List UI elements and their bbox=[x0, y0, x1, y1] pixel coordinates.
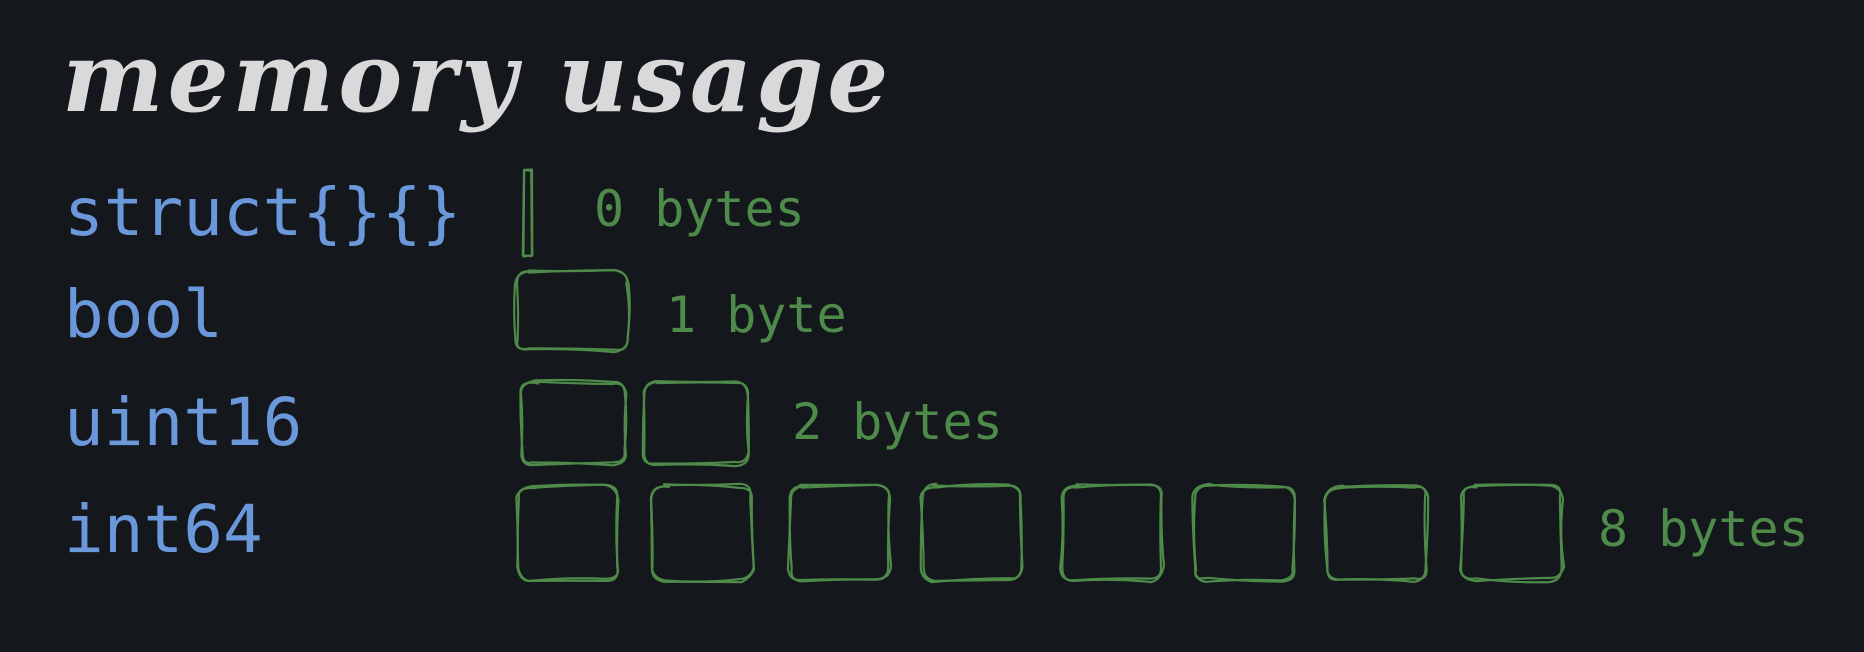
byte-box bbox=[641, 380, 750, 465]
byte-row-bool bbox=[513, 268, 631, 354]
byte-box bbox=[519, 378, 628, 467]
byte-box bbox=[515, 269, 631, 352]
byte-box bbox=[1323, 485, 1430, 583]
byte-row-int64 bbox=[515, 482, 1566, 584]
zero-size-marker bbox=[522, 168, 534, 258]
byte-box bbox=[788, 483, 892, 583]
type-label-bool: bool bbox=[64, 276, 223, 353]
byte-box bbox=[786, 483, 893, 582]
byte-box bbox=[649, 483, 755, 583]
byte-box bbox=[516, 483, 620, 583]
byte-box bbox=[919, 482, 1023, 584]
type-label-uint16: uint16 bbox=[64, 384, 303, 461]
byte-box bbox=[1191, 482, 1297, 583]
size-label-bool: 1 byte bbox=[666, 286, 847, 344]
byte-row-uint16 bbox=[519, 378, 750, 468]
byte-box bbox=[1459, 483, 1563, 584]
byte-row-struct bbox=[521, 168, 534, 258]
byte-box bbox=[1323, 484, 1428, 581]
byte-box bbox=[1061, 483, 1166, 584]
size-label-uint16: 2 bytes bbox=[792, 393, 1003, 451]
byte-box bbox=[1059, 483, 1163, 582]
byte-box bbox=[513, 268, 631, 354]
byte-box bbox=[1459, 483, 1566, 583]
byte-box bbox=[642, 380, 750, 468]
byte-box bbox=[519, 380, 628, 467]
byte-box bbox=[919, 483, 1024, 582]
byte-box bbox=[1192, 483, 1296, 583]
type-label-struct: struct{}{} bbox=[64, 174, 462, 251]
type-label-int64: int64 bbox=[64, 491, 263, 568]
diagram-title: memory usage bbox=[62, 21, 893, 134]
size-label-int64: 8 bytes bbox=[1598, 500, 1809, 558]
byte-box bbox=[650, 482, 756, 584]
size-label-struct: 0 bytes bbox=[594, 180, 805, 238]
byte-box bbox=[515, 483, 620, 582]
